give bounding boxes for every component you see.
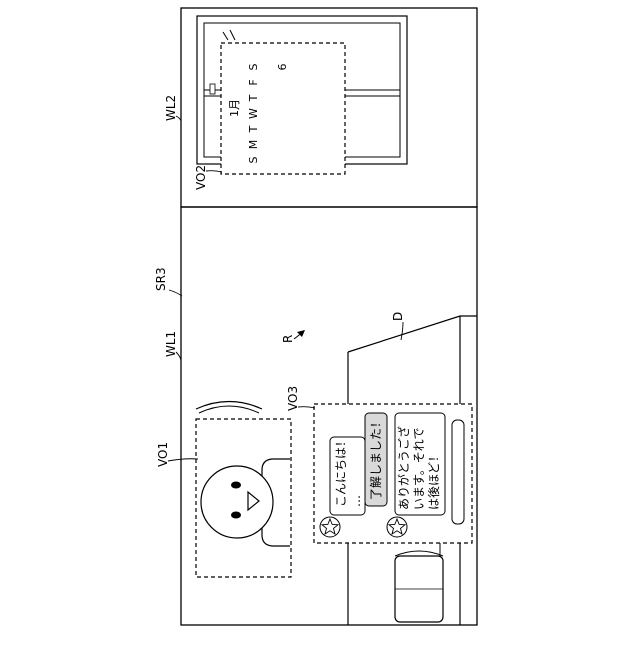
chat-message-1-line-1: こんにちは！ <box>334 435 348 507</box>
calendar-weekday: W <box>247 108 260 119</box>
leader-sr3 <box>169 290 182 296</box>
calendar-weekday: S <box>247 156 260 163</box>
leader-vo2 <box>206 171 222 172</box>
label-sr3: SR3 <box>154 267 168 291</box>
avatar-eye-right <box>231 512 241 519</box>
avatar-arc-outer <box>196 402 262 410</box>
leader-vo1 <box>168 459 198 461</box>
calendar-weekday: F <box>247 79 260 85</box>
label-vo2: VO2 <box>194 165 208 190</box>
avatar-head <box>201 466 273 538</box>
leader-vo3 <box>298 407 315 408</box>
chat-message-1-line-2: … <box>349 495 363 507</box>
calendar-weekday: T <box>247 125 260 133</box>
desk-top-edge <box>348 316 477 352</box>
calendar-day: 6 <box>276 64 289 71</box>
avatar-arc-inner <box>199 406 259 413</box>
label-d: D <box>391 312 405 321</box>
leader-d <box>401 322 403 340</box>
chat-message-3-line-1: ありがとうござ <box>396 426 411 510</box>
chat-input-bar <box>452 420 464 524</box>
chat-message-3-line-2: います。それで <box>412 428 426 510</box>
window-latch <box>210 84 215 94</box>
label-vo1: VO1 <box>156 442 170 467</box>
virtual-object-vo3: こんにちは！ … 了解しました！ ありがとうござ います。それで は後ほど！ <box>314 404 472 543</box>
virtual-object-vo1 <box>196 402 291 578</box>
chat-message-3-line-3: は後ほど！ <box>427 450 441 510</box>
chair-curve <box>395 551 443 556</box>
label-vo3: VO3 <box>286 386 300 411</box>
label-wl2: WL2 <box>164 95 178 121</box>
calendar-month: 1月 <box>228 99 241 117</box>
chat-message-2-line-1: 了解しました！ <box>369 416 383 500</box>
calendar-weekday: M <box>247 140 260 150</box>
virtual-object-vo2: SMTWTFS6 1月 <box>221 30 345 174</box>
avatar-eye-left <box>231 482 241 489</box>
label-wl1: WL1 <box>164 331 178 357</box>
calendar-tear-marks <box>223 30 235 40</box>
calendar-weekday: T <box>247 94 260 102</box>
label-r: R <box>281 335 295 343</box>
calendar-weekday: S <box>247 63 260 70</box>
